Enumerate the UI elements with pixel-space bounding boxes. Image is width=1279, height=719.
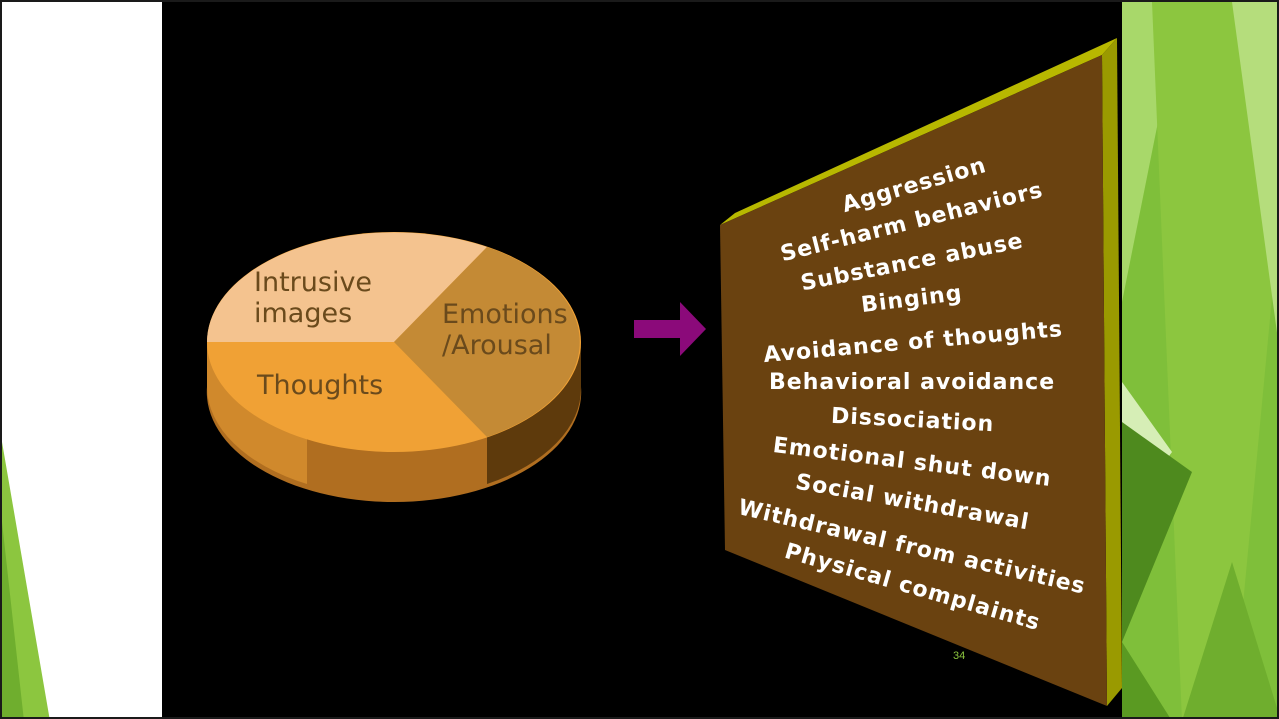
behaviors-panel: [720, 38, 1122, 706]
pie-segment-emotions: [394, 247, 580, 437]
pie-label-emotions: Emotions /Arousal: [442, 299, 568, 362]
left-green-triangle-dark: [2, 522, 24, 717]
pie-segment-intrusive: [207, 232, 487, 342]
pie-chart: [206, 232, 582, 503]
pie-label-intrusive: Intrusive images: [254, 267, 373, 330]
slide-number: 34: [953, 650, 966, 662]
panel-face: [720, 55, 1107, 706]
right-decoration: [1122, 2, 1277, 717]
arrow-right-icon: [634, 302, 706, 356]
behavior-item: Behavioral avoidance: [769, 369, 1056, 395]
left-decoration: [2, 442, 50, 717]
pie-label-thoughts: Thoughts: [257, 370, 384, 401]
